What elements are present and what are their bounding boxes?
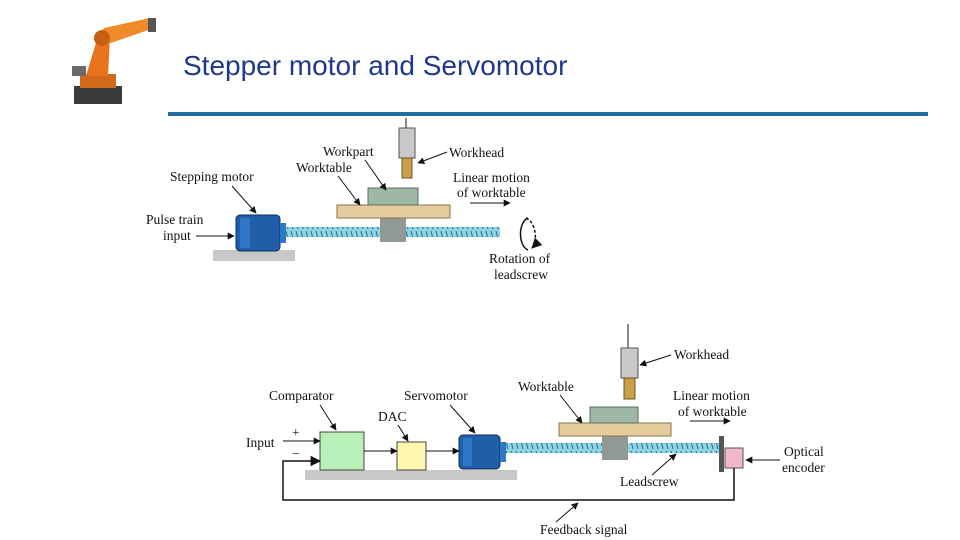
stepping-motor-flange: [280, 223, 286, 243]
stepper-worktable: [336, 204, 451, 219]
servo-tool: [623, 377, 636, 400]
rotation-arrow-return: [525, 217, 543, 249]
servo-label-workhead: Workhead: [674, 347, 729, 362]
stepper-workpart: [367, 187, 419, 206]
leader-servomotor: [449, 404, 476, 434]
optical-encoder: [724, 447, 744, 469]
label-input: Input: [246, 435, 275, 450]
leader-workhead: [417, 151, 448, 165]
label-comparator: Comparator: [269, 388, 334, 403]
servo-label-linear-motion-1: Linear motion: [673, 388, 750, 403]
label-plus: +: [292, 425, 300, 440]
stepper-tool: [401, 157, 413, 179]
label-feedback: Feedback signal: [540, 522, 628, 537]
robot-base: [74, 86, 122, 104]
robot-counterweight: [72, 66, 86, 76]
label-rotation-1: Rotation of: [489, 251, 551, 266]
leader-leadscrew: [651, 453, 677, 476]
feedback-loop: [282, 455, 735, 501]
label-workhead: Workhead: [449, 145, 504, 160]
leader-feedback: [555, 502, 579, 523]
leader-workpart: [364, 159, 387, 191]
servo-leader-workhead: [639, 354, 672, 367]
rotation-arrow: [519, 217, 529, 251]
leader-dac: [397, 424, 409, 442]
servo-base-plate: [305, 470, 517, 480]
servo-nut: [602, 432, 628, 460]
label-servomotor: Servomotor: [404, 388, 468, 403]
robot-turret: [80, 74, 116, 88]
label-dac: DAC: [378, 409, 407, 424]
servo-leader-worktable: [559, 394, 583, 424]
slide-title: Stepper motor and Servomotor: [183, 50, 568, 81]
encoder-disc: [719, 436, 724, 472]
label-leadscrew: Leadscrew: [620, 474, 679, 489]
leader-worktable: [337, 175, 361, 206]
stepping-motor-highlight: [240, 218, 250, 248]
servo-workhead: [620, 347, 639, 379]
title-underline: [168, 112, 928, 116]
robot-upper-arm: [96, 18, 154, 44]
servo-label-linear-motion-2: of worktable: [678, 404, 747, 419]
servo-worktable: [558, 422, 672, 437]
stepper-base-plate: [213, 250, 295, 261]
leader-comparator: [319, 404, 337, 431]
label-stepping-motor: Stepping motor: [170, 169, 254, 184]
label-optical-2: encoder: [782, 460, 825, 475]
robot-lower-arm: [86, 36, 110, 76]
label-rotation-2: leadscrew: [494, 267, 548, 282]
label-pulse-train-2: input: [163, 228, 191, 243]
label-worktable: Worktable: [296, 160, 352, 175]
label-linear-motion-2: of worktable: [457, 185, 526, 200]
label-linear-motion-1: Linear motion: [453, 170, 530, 185]
label-optical-1: Optical: [784, 444, 824, 459]
servo-workpart: [589, 406, 639, 424]
dac-block: [396, 441, 427, 471]
servo-diagram: Workhead Worktable Comparator Servomotor…: [246, 324, 825, 537]
servo-label-worktable: Worktable: [518, 379, 574, 394]
robot-gripper: [148, 18, 156, 32]
robot-arm-icon: [72, 18, 156, 104]
comparator-block: [319, 431, 365, 471]
robot-joint: [94, 30, 110, 46]
label-workpart: Workpart: [323, 144, 374, 159]
servomotor-flange: [500, 442, 506, 462]
stepper-nut: [380, 214, 406, 242]
servomotor-highlight: [463, 438, 472, 466]
label-pulse-train-1: Pulse train: [146, 212, 204, 227]
leader-stepping-motor: [231, 185, 257, 214]
stepper-workhead: [398, 127, 416, 159]
label-minus: −: [292, 446, 300, 461]
stepper-diagram: Workpart Worktable Workhead Stepping mot…: [146, 118, 551, 282]
